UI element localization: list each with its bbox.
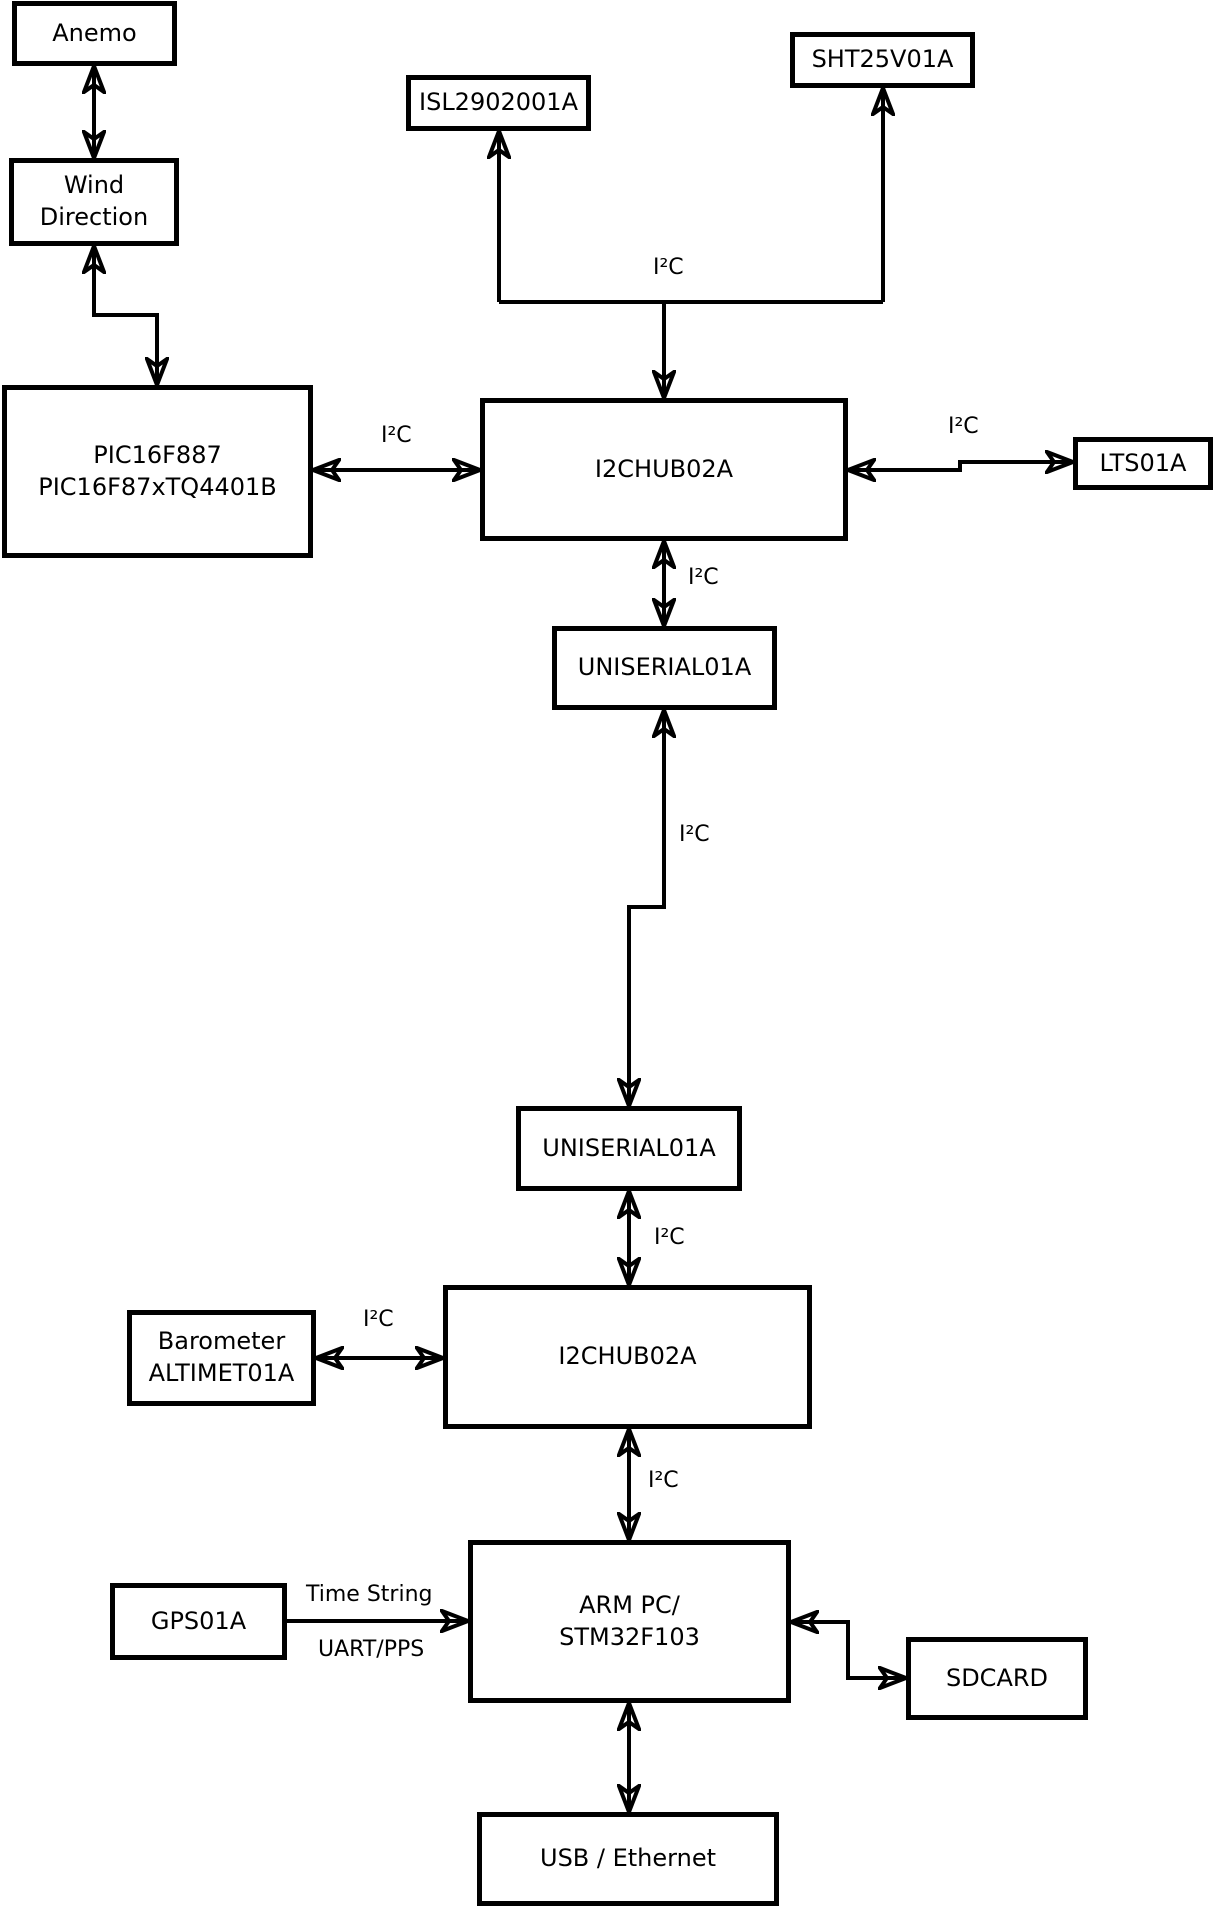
node-gps01a-label: GPS01A [150,1606,247,1635]
edge-winddirection-pic [94,246,157,385]
edge-uniserial-top-uniserial-bottom [629,710,664,1106]
node-wind-direction-label: Wind Direction [39,171,149,231]
node-uniserial01a-bottom-label: UNISERIAL01A [542,1133,716,1162]
edge-label-i2c-pic-hub: I²C [381,423,412,448]
node-armpc-stm32f103: ARM PC/ STM32F103 [468,1540,791,1703]
edge-armpc-sdcard [791,1622,906,1678]
node-uniserial01a-top: UNISERIAL01A [552,626,777,710]
node-usb-ethernet: USB / Ethernet [477,1812,779,1906]
node-i2chub02a-bottom-label: I2CHUB02A [558,1342,697,1371]
edge-label-uart-pps: UART/PPS [318,1637,425,1662]
node-gps01a: GPS01A [110,1583,287,1660]
node-sdcard: SDCARD [906,1637,1088,1720]
node-i2chub02a-bottom: I2CHUB02A [443,1285,812,1429]
node-anemo: Anemo [12,1,177,66]
node-sdcard-label: SDCARD [945,1663,1049,1692]
node-i2chub02a-top: I2CHUB02A [480,398,848,541]
node-barometer-altimet01a-label: Barometer ALTIMET01A [148,1327,295,1387]
node-isl2902001a: ISL2902001A [406,75,591,131]
edge-label-i2c-uniserial-uniserial: I²C [679,822,710,847]
node-sht25v01a: SHT25V01A [790,32,975,88]
edge-label-i2c-uniserial-hub2: I²C [654,1225,685,1250]
edge-label-i2c-hub-uniserial: I²C [688,565,719,590]
node-wind-direction: Wind Direction [9,158,179,246]
node-armpc-stm32f103-label: ARM PC/ STM32F103 [559,1590,700,1651]
node-isl2902001a-label: ISL2902001A [419,88,578,117]
node-pic16f887: PIC16F887 PIC16F87xTQ4401B [2,385,313,558]
node-pic16f887-label: PIC16F887 PIC16F87xTQ4401B [38,440,277,501]
edge-label-time-string: Time String [306,1582,433,1607]
node-barometer-altimet01a: Barometer ALTIMET01A [127,1310,316,1406]
edge-label-i2c-hub-lts: I²C [948,414,979,439]
edge-label-i2c-barometer-hub2: I²C [363,1307,394,1332]
edge-label-i2c-hub2-arm: I²C [648,1468,679,1493]
node-lts01a-label: LTS01A [1099,448,1187,477]
node-uniserial01a-bottom: UNISERIAL01A [516,1106,742,1191]
edge-i2chub-top-lts [848,462,1073,470]
node-i2chub02a-top-label: I2CHUB02A [594,454,734,483]
edge-label-i2c-bus: I²C [653,255,684,280]
node-lts01a: LTS01A [1073,437,1213,490]
node-usb-ethernet-label: USB / Ethernet [540,1844,716,1873]
node-sht25v01a-label: SHT25V01A [811,45,954,74]
node-anemo-label: Anemo [52,18,137,47]
node-uniserial01a-top-label: UNISERIAL01A [577,653,752,682]
